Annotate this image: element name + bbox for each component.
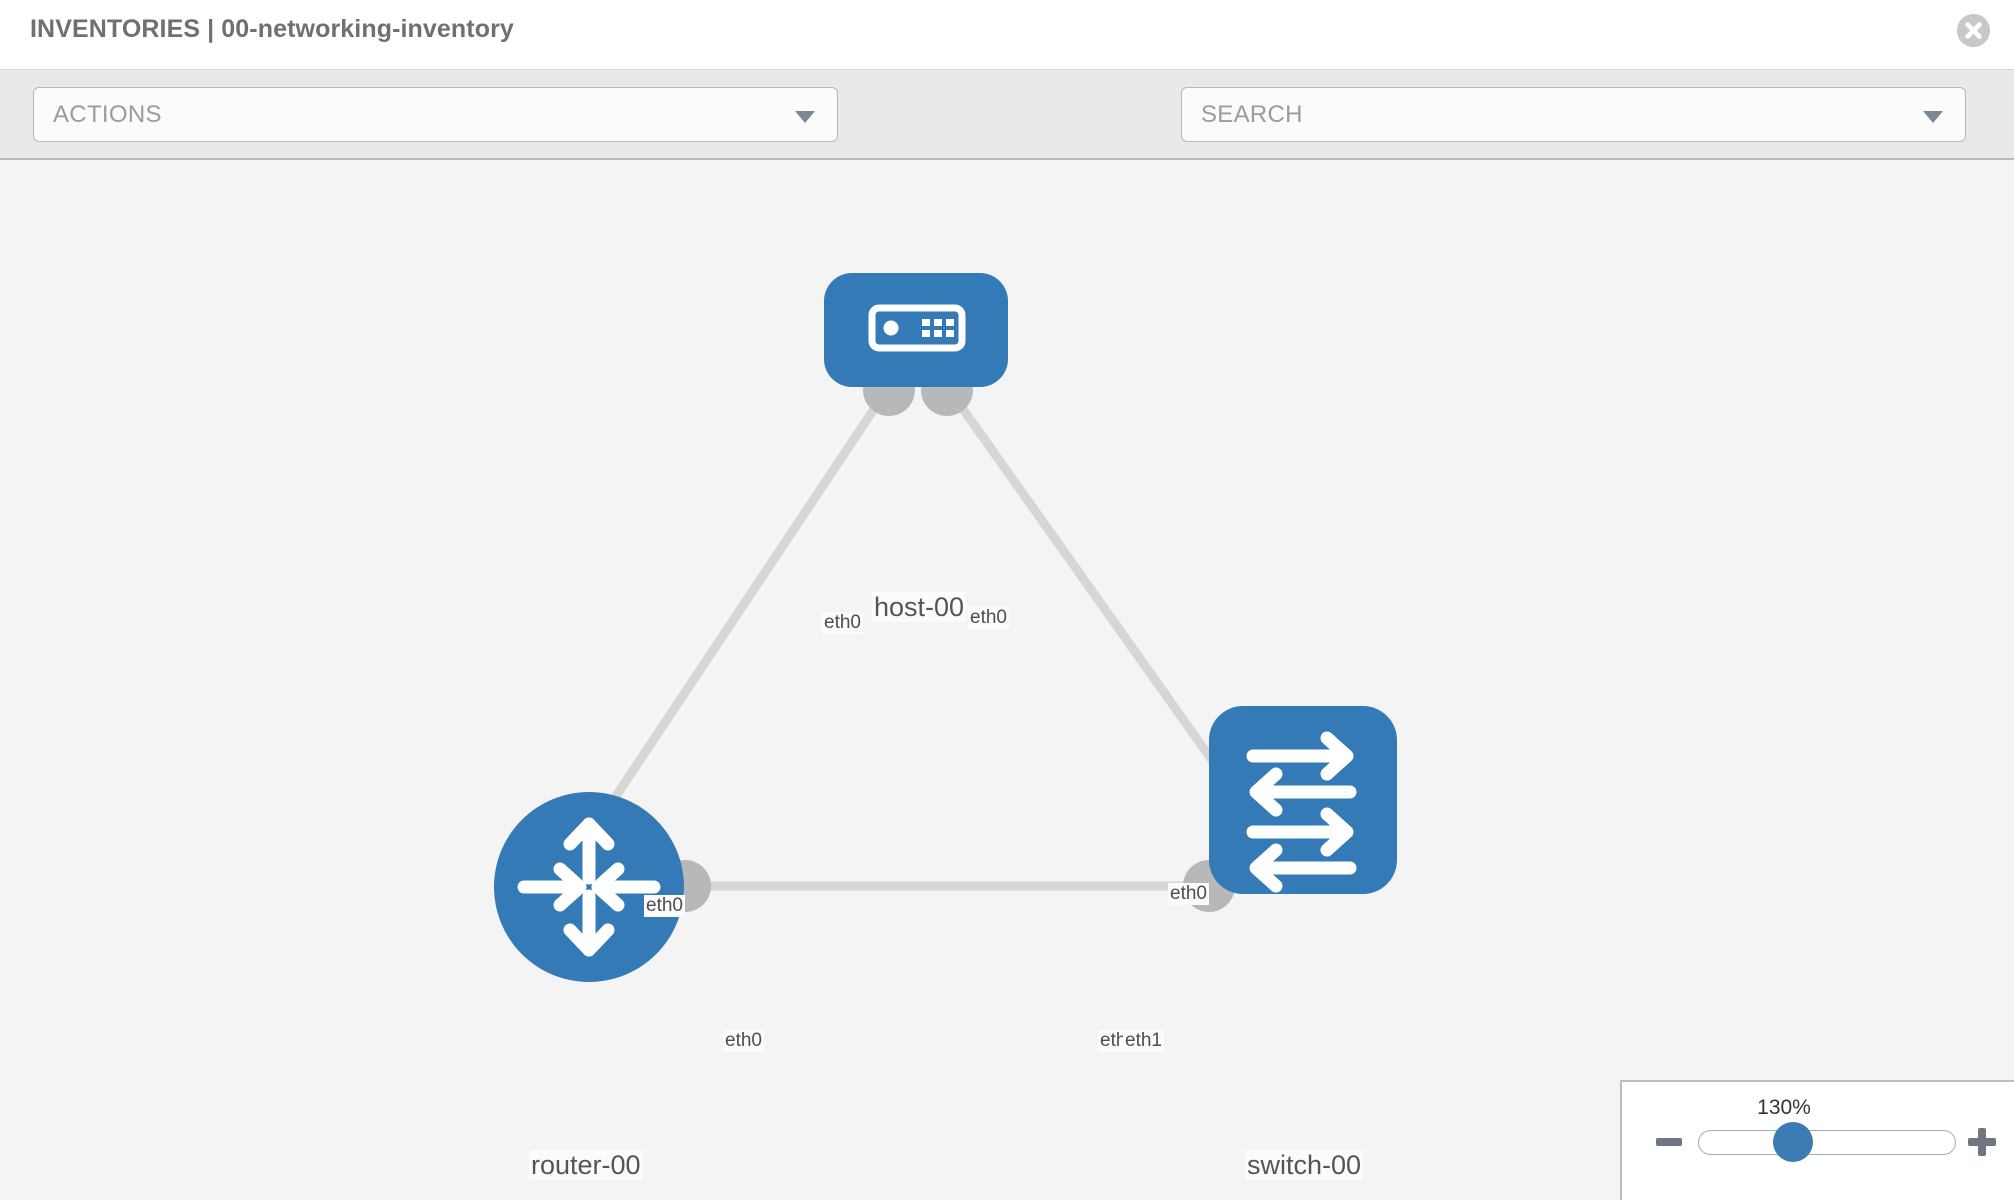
edge-label-host00-router00: eth0 (822, 612, 863, 634)
chevron-down-icon (1923, 111, 1943, 123)
topology-canvas[interactable]: host-00 router-00 switch-00 eth0 eth0 et… (0, 160, 2014, 1200)
server-icon (868, 304, 966, 352)
minus-icon[interactable] (1656, 1138, 1682, 1146)
page-title: INVENTORIES | 00-networking-inventory (30, 15, 514, 43)
switch-arrows-icon (1246, 731, 1357, 893)
edge-label-switch00-host00: eth0 (1168, 883, 1209, 905)
topology-graph (494, 273, 1397, 982)
node-host-00[interactable] (824, 273, 1008, 387)
zoom-control-panel: 130% (1620, 1080, 2014, 1200)
search-input[interactable]: SEARCH (1181, 87, 1966, 142)
chevron-down-icon (795, 111, 815, 123)
edge-label-switch00-eth1: eth1 (1123, 1030, 1164, 1052)
page-header: INVENTORIES | 00-networking-inventory (0, 0, 2014, 70)
node-router-00[interactable] (494, 792, 684, 982)
node-label-host-00: host-00 (872, 592, 967, 623)
edge-label-switch00-overlap: eth (1098, 1030, 1129, 1052)
node-switch-00[interactable] (1209, 706, 1397, 894)
node-label-router-00: router-00 (529, 1150, 643, 1181)
actions-dropdown[interactable]: ACTIONS (33, 87, 838, 142)
plus-icon[interactable] (1968, 1128, 1996, 1156)
zoom-slider[interactable] (1698, 1130, 1956, 1155)
link-host00-router00[interactable] (596, 385, 892, 823)
node-label-switch-00: switch-00 (1245, 1150, 1364, 1181)
close-icon[interactable] (1957, 14, 1990, 47)
toolbar: ACTIONS SEARCH (0, 70, 2014, 199)
actions-dropdown-label: ACTIONS (53, 101, 162, 128)
link-host00-switch00[interactable] (944, 385, 1240, 797)
edge-label-host00-switch00: eth0 (968, 607, 1009, 629)
search-placeholder: SEARCH (1201, 101, 1303, 128)
edge-label-router00-host00: eth0 (644, 895, 685, 917)
edge-label-router00-switch00: eth0 (723, 1030, 764, 1052)
zoom-slider-handle[interactable] (1773, 1122, 1813, 1162)
router-arrows-icon (517, 817, 661, 957)
topology-endpoints (659, 364, 1262, 912)
zoom-percent-label: 130% (1757, 1096, 1811, 1119)
topology-links (596, 385, 1240, 891)
